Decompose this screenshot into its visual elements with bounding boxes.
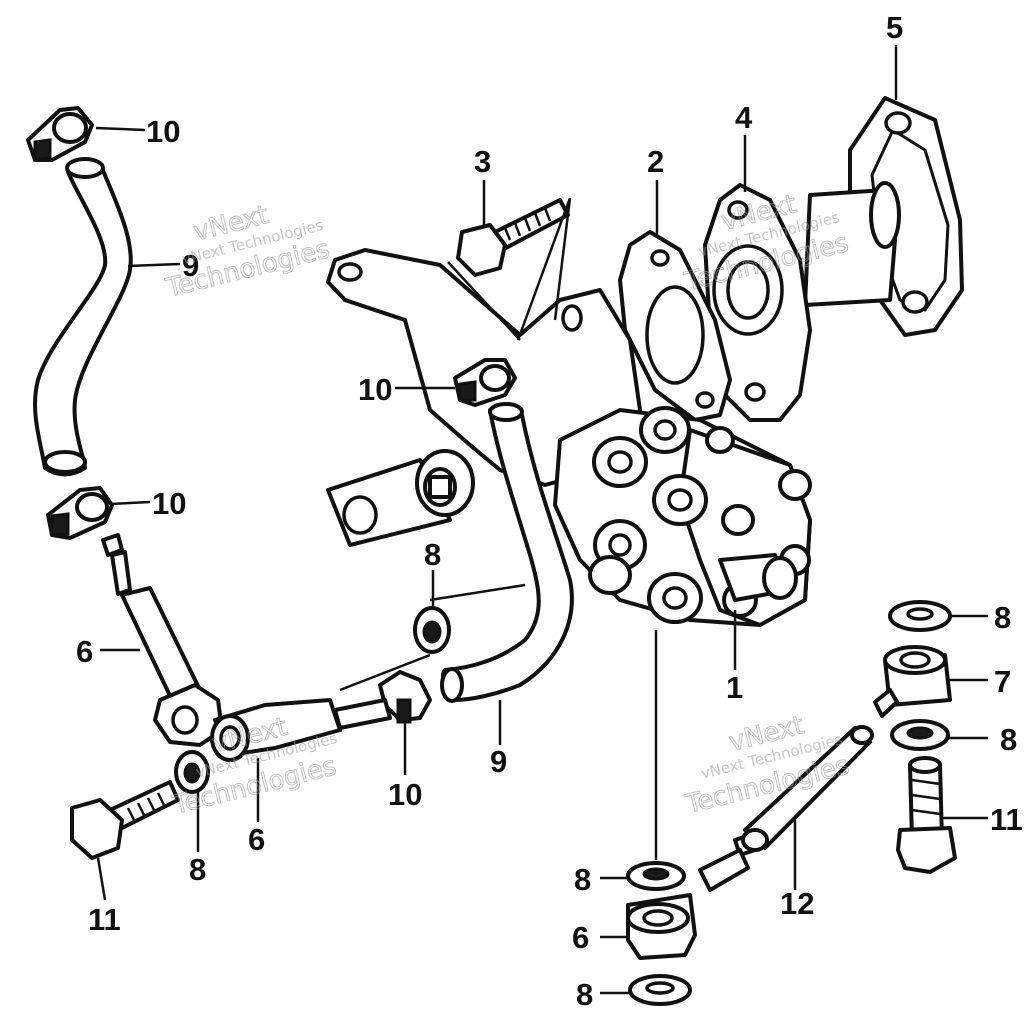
pump-body-1	[553, 406, 812, 627]
callout-8-d: 8	[1000, 722, 1017, 757]
pipe-12	[741, 725, 874, 852]
clamp-10-b	[46, 486, 114, 540]
flange-sleeve-4	[703, 181, 901, 422]
watermark-1: vNext vNext Technologies Technologies	[162, 200, 333, 305]
fitting-6-middle	[210, 698, 392, 762]
callout-9-a: 9	[182, 248, 199, 283]
washer-8-e	[626, 861, 686, 891]
callout-6-c: 6	[572, 920, 589, 955]
washer-8-a	[413, 606, 451, 654]
callout-11-b: 11	[990, 802, 1023, 837]
hose-9-upper	[33, 157, 133, 477]
clamp-10-a	[26, 106, 94, 162]
bolt-3	[456, 198, 570, 277]
callout-9-b: 9	[490, 744, 507, 779]
watermark-3: vNext vNext Technologies Technologies	[169, 712, 340, 822]
washer-8-d	[890, 719, 950, 751]
clamp-10-d	[378, 670, 432, 724]
callouts: 5 4 2 3 10 9 10 10 8 6 1 9 10 6 8 11 8 7…	[76, 10, 1023, 1012]
callout-3: 3	[474, 144, 491, 179]
callout-11-a: 11	[88, 902, 121, 937]
callout-2: 2	[647, 144, 664, 179]
callout-1: 1	[726, 670, 743, 705]
callout-6-b: 6	[248, 822, 265, 857]
clamp-10-c	[453, 358, 517, 407]
callout-4: 4	[735, 100, 753, 135]
callout-10-a: 10	[146, 114, 180, 149]
washer-8-f	[628, 974, 692, 1006]
washer-8-c	[888, 600, 952, 632]
hose-9-lower	[440, 402, 574, 703]
callout-12: 12	[780, 886, 814, 921]
bolt-11-right	[896, 756, 957, 874]
callout-8-a: 8	[424, 537, 441, 572]
fitting-6-left	[101, 533, 224, 747]
callout-6-a: 6	[76, 634, 93, 669]
callout-8-b: 8	[189, 852, 206, 887]
callout-8-e: 8	[574, 862, 591, 897]
watermark-4: vNext vNext Technologies Technologies	[681, 710, 852, 821]
callout-10-d: 10	[388, 777, 422, 812]
fitting-7	[873, 645, 952, 718]
bolt-11-left	[70, 780, 180, 860]
fitting-6-bottom	[626, 833, 757, 960]
callout-10-b: 10	[152, 486, 186, 521]
callout-5: 5	[886, 10, 903, 45]
callout-8-f: 8	[576, 977, 593, 1012]
callout-8-c: 8	[994, 600, 1011, 635]
leader-lines	[95, 45, 988, 995]
callout-7: 7	[994, 664, 1011, 699]
callout-10-c: 10	[358, 372, 392, 407]
washer-8-b	[174, 750, 210, 794]
